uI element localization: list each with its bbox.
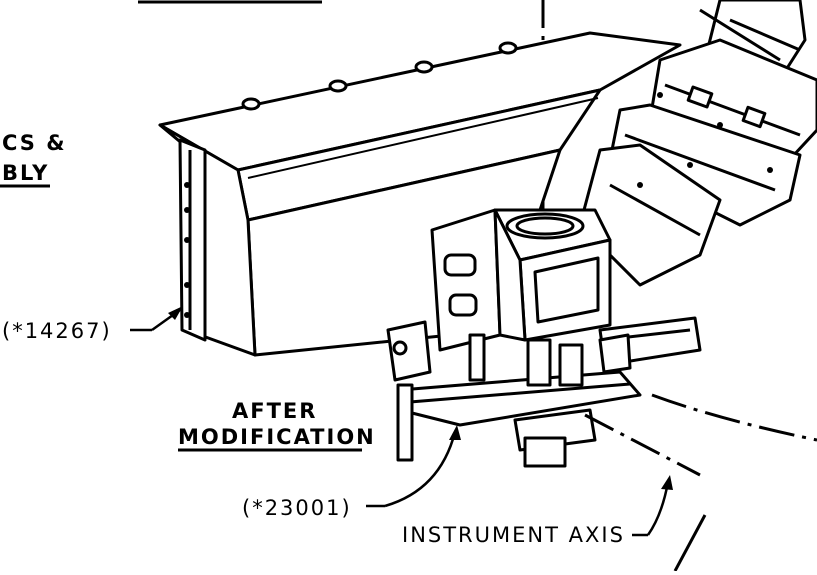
mount-hanging-strap bbox=[396, 383, 414, 462]
housing-bolts bbox=[241, 41, 518, 111]
after-label: AFTER bbox=[232, 399, 317, 423]
diagonal-line-bottom bbox=[673, 514, 707, 572]
title-fragment-line1: CS & bbox=[2, 131, 67, 155]
housing-assembly bbox=[158, 31, 682, 357]
mount-side-plate bbox=[430, 208, 502, 352]
bolt-head bbox=[498, 41, 518, 55]
bolt-head bbox=[241, 97, 261, 111]
leader-lower-arrow bbox=[449, 425, 461, 440]
mount-assembly bbox=[386, 208, 702, 468]
axis-leader bbox=[632, 481, 670, 537]
axis-label: INSTRUMENT AXIS bbox=[402, 523, 625, 547]
axis-leader-arrow bbox=[661, 475, 673, 490]
leader-lower bbox=[366, 431, 457, 508]
modification-label: MODIFICATION bbox=[178, 425, 376, 449]
callout-upper: (*14267) bbox=[2, 319, 112, 343]
mount-cube-side bbox=[493, 208, 527, 342]
rotation-arc-dashed bbox=[651, 393, 817, 442]
leader-upper-arrow bbox=[168, 306, 183, 320]
flange-holes bbox=[184, 182, 190, 318]
callout-lower: (*23001) bbox=[242, 496, 352, 520]
mount-left-block bbox=[386, 320, 432, 382]
bolt-head bbox=[414, 60, 434, 74]
mount-cube-window bbox=[533, 256, 600, 324]
title-fragment-line2: BLY bbox=[2, 161, 49, 185]
instrument-axis-line bbox=[584, 413, 701, 477]
tilted-instrument-head bbox=[578, 0, 817, 287]
bolt-head bbox=[328, 79, 348, 93]
head-fasteners bbox=[637, 92, 773, 188]
housing-flange bbox=[178, 138, 207, 342]
